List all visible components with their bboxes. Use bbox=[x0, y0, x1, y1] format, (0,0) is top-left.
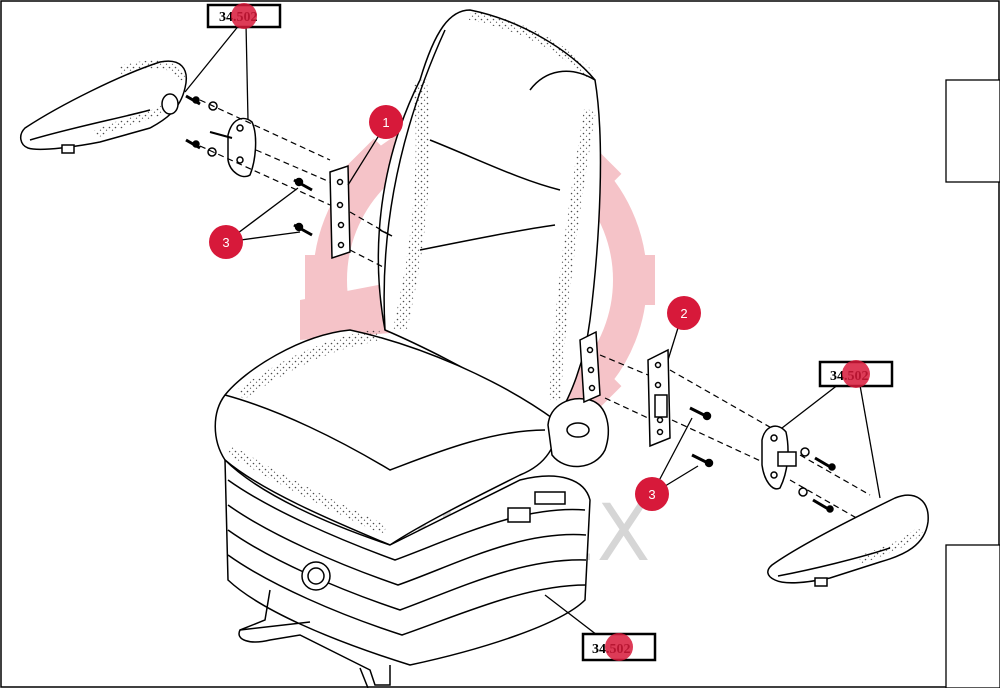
left-seat-bracket bbox=[329, 164, 351, 260]
seat-assembly bbox=[214, 9, 609, 688]
backrest-edge-line bbox=[383, 29, 446, 331]
ref-box-top-left[interactable]: 34.502 bbox=[206, 3, 282, 29]
callout-label: 2 bbox=[680, 306, 687, 321]
ref-box-bottom[interactable]: 34.502 bbox=[581, 632, 657, 662]
left-armrest-socket bbox=[161, 93, 179, 115]
bellows-fold-4 bbox=[227, 554, 587, 636]
side-tab-bottom bbox=[945, 544, 1000, 688]
ref-box-right[interactable]: 34.502 bbox=[818, 360, 894, 388]
callout-label: 1 bbox=[382, 115, 389, 130]
bellows-fold-2 bbox=[227, 504, 587, 586]
left-armrest-group bbox=[20, 60, 391, 269]
right-armrest-group bbox=[599, 348, 929, 587]
cushion-front-seam bbox=[224, 394, 546, 471]
backrest-seam bbox=[419, 224, 556, 251]
callout-2[interactable]: 2 bbox=[667, 296, 701, 330]
left-armrest-plate bbox=[227, 117, 257, 178]
seat-adjust-lever bbox=[507, 507, 531, 523]
suspension-bellows bbox=[224, 458, 591, 666]
side-tab-top bbox=[945, 79, 1000, 183]
right-armrest bbox=[767, 494, 929, 584]
backrest-seam-upper bbox=[429, 139, 561, 191]
callout-label: 3 bbox=[222, 235, 229, 250]
callout-3-left[interactable]: 3 bbox=[209, 225, 243, 259]
callout-3-right[interactable]: 3 bbox=[635, 477, 669, 511]
leader-lines bbox=[184, 23, 881, 646]
seat-base-rail bbox=[238, 589, 391, 686]
bellows-fold-3 bbox=[227, 529, 587, 611]
callout-label: 3 bbox=[648, 487, 655, 502]
callout-1[interactable]: 1 bbox=[369, 105, 403, 139]
